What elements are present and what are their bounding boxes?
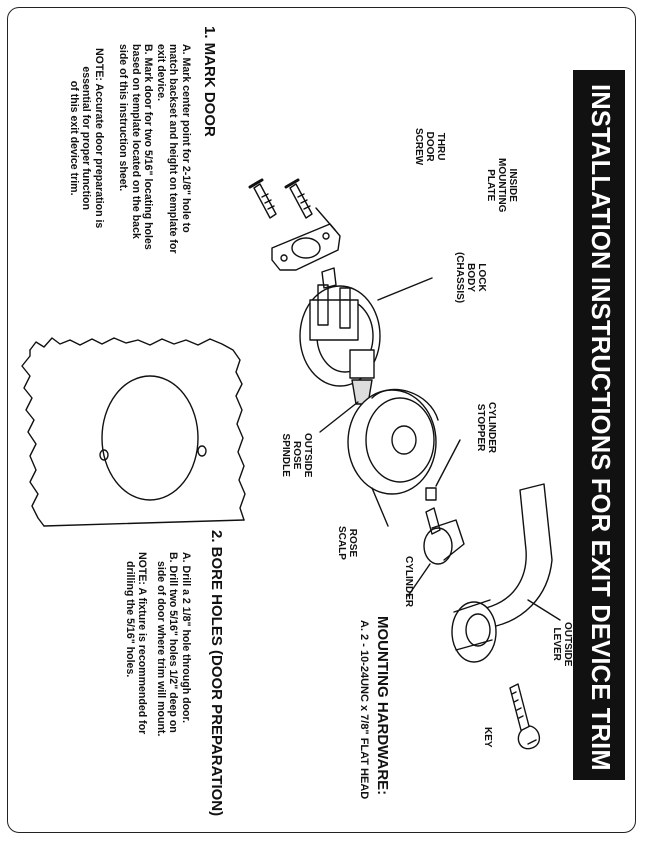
outside-lever [451,483,561,663]
key [509,683,540,750]
cylinder-stopper [425,439,461,501]
title-banner [573,70,625,780]
outside-rose [319,388,439,527]
inside-mounting-plate [271,207,341,271]
door-cutaway [21,337,246,527]
thru-door-screws [248,178,313,219]
cylinder [407,507,465,597]
lock-body-chassis [299,267,433,405]
page-border [7,7,636,833]
